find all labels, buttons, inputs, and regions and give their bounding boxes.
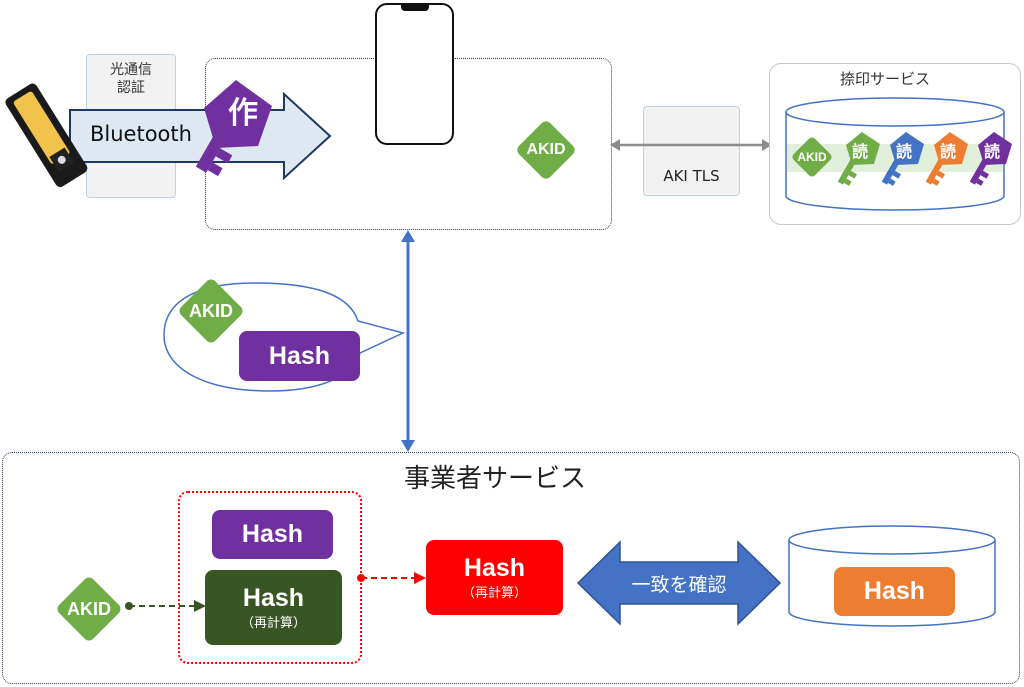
match-label: 一致を確認	[631, 573, 727, 596]
business-hash-green-sub: （再計算）	[240, 616, 306, 631]
business-hash-red-label: Hash	[463, 554, 526, 582]
bubble-hash-box: Hash	[239, 331, 360, 381]
read-key-label: 読	[940, 142, 957, 161]
security-key-device-icon	[5, 83, 88, 188]
business-hash-green-label: Hash	[242, 584, 305, 612]
akid-to-hash-arrow	[125, 600, 206, 612]
smartphone-icon	[375, 3, 454, 145]
read-key-icon: 読	[966, 130, 1018, 192]
seal-akid-diamond-icon	[792, 137, 832, 177]
business-hash-orange-label: Hash	[863, 577, 926, 605]
business-hash-orange: Hash	[834, 567, 955, 616]
aki-tls-label: AKI TLS	[663, 167, 720, 185]
aki-tls-box: AKI TLS	[643, 106, 740, 196]
akid-diamond-icon	[517, 121, 575, 179]
business-hash-purple: Hash	[212, 510, 333, 559]
business-akid-diamond-icon	[57, 577, 121, 641]
bubble-akid-label: AKID	[189, 300, 233, 321]
bluetooth-label: Bluetooth	[90, 122, 192, 146]
read-key-icon: 読	[922, 130, 974, 192]
recalc-to-red-hash-arrow	[357, 572, 426, 584]
vertical-double-arrow	[401, 230, 415, 452]
tls-double-arrow	[610, 139, 772, 151]
akid-label-top: AKID	[526, 141, 566, 158]
read-key-label: 読	[984, 142, 1001, 161]
read-key-icon: 読	[834, 130, 886, 192]
seal-service-title: 捺印サービス	[840, 70, 931, 88]
business-hash-purple-label: Hash	[241, 520, 304, 548]
business-hash-green: Hash （再計算）	[205, 570, 342, 645]
match-double-arrow	[576, 540, 782, 626]
read-key-label: 読	[852, 142, 869, 161]
business-hash-red: Hash （再計算）	[426, 540, 563, 615]
read-key-label: 読	[896, 142, 913, 161]
bubble-akid-diamond-icon	[179, 279, 243, 343]
read-key-icon: 読	[878, 130, 930, 192]
optical-auth-label: 光通信 認証	[110, 62, 152, 96]
business-akid-label: AKID	[67, 598, 111, 619]
create-key-char: 作	[228, 96, 258, 131]
business-hash-red-sub: （再計算）	[461, 586, 527, 601]
business-service-frame	[2, 452, 1020, 684]
business-service-title: 事業者サービス	[404, 464, 587, 494]
create-key-icon	[195, 80, 272, 177]
bubble-hash-label: Hash	[268, 341, 331, 370]
seal-akid-label: AKID	[797, 150, 827, 164]
